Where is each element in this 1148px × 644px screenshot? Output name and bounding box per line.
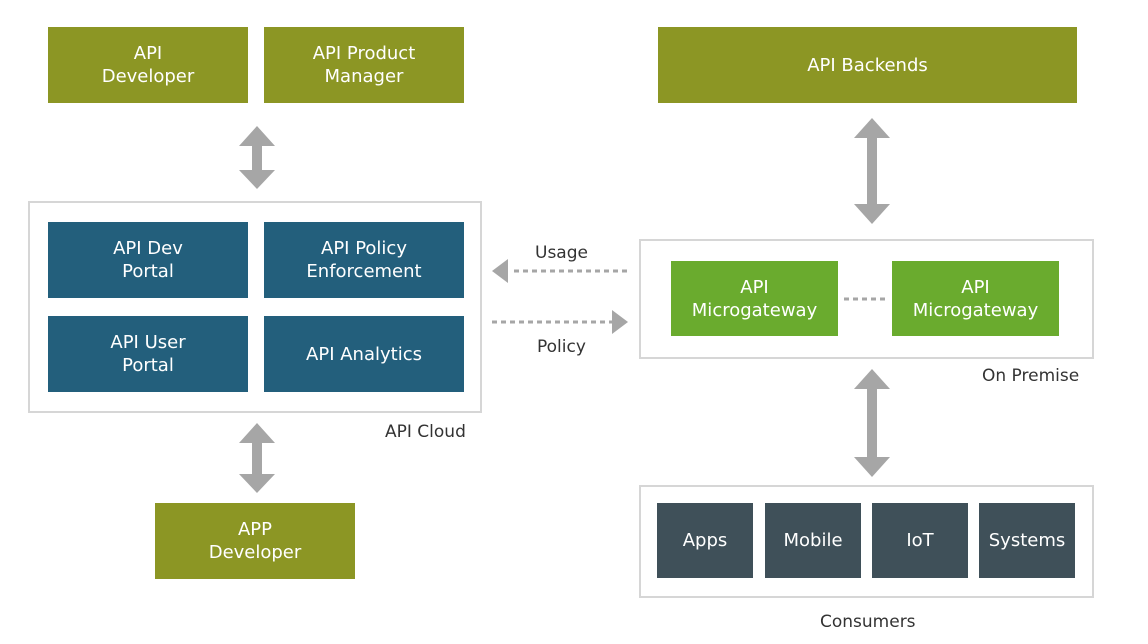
api-cloud-label: API Cloud xyxy=(385,422,466,442)
consumer-iot-box: IoT xyxy=(872,503,968,578)
api-dev-portal-box: API Dev Portal xyxy=(48,222,248,298)
api-cloud-frame xyxy=(28,201,482,413)
policy-arrowhead xyxy=(612,310,628,334)
consumer-apps-box: Apps xyxy=(657,503,753,578)
consumers-frame xyxy=(639,485,1094,598)
policy-label: Policy xyxy=(537,337,586,357)
app-developer-box: APP Developer xyxy=(155,503,355,579)
api-user-portal-box: API User Portal xyxy=(48,316,248,392)
api-product-manager-box: API Product Manager xyxy=(264,27,464,103)
consumer-systems-box: Systems xyxy=(979,503,1075,578)
on-premise-frame xyxy=(639,239,1094,359)
api-microgateway-box-2: API Microgateway xyxy=(892,261,1059,336)
api-microgateway-box-1: API Microgateway xyxy=(671,261,838,336)
double-arrow-backends-premise xyxy=(854,118,890,224)
usage-arrowhead xyxy=(492,259,508,283)
double-arrow-premise-consumers xyxy=(854,369,890,477)
on-premise-label: On Premise xyxy=(982,366,1080,386)
usage-label: Usage xyxy=(535,243,588,263)
double-arrow-roles-cloud xyxy=(239,126,275,189)
consumers-label: Consumers xyxy=(820,612,916,632)
api-policy-enforcement-box: API Policy Enforcement xyxy=(264,222,464,298)
api-analytics-box: API Analytics xyxy=(264,316,464,392)
api-backends-box: API Backends xyxy=(658,27,1077,103)
consumer-mobile-box: Mobile xyxy=(765,503,861,578)
api-developer-box: API Developer xyxy=(48,27,248,103)
double-arrow-cloud-appdev xyxy=(239,423,275,493)
